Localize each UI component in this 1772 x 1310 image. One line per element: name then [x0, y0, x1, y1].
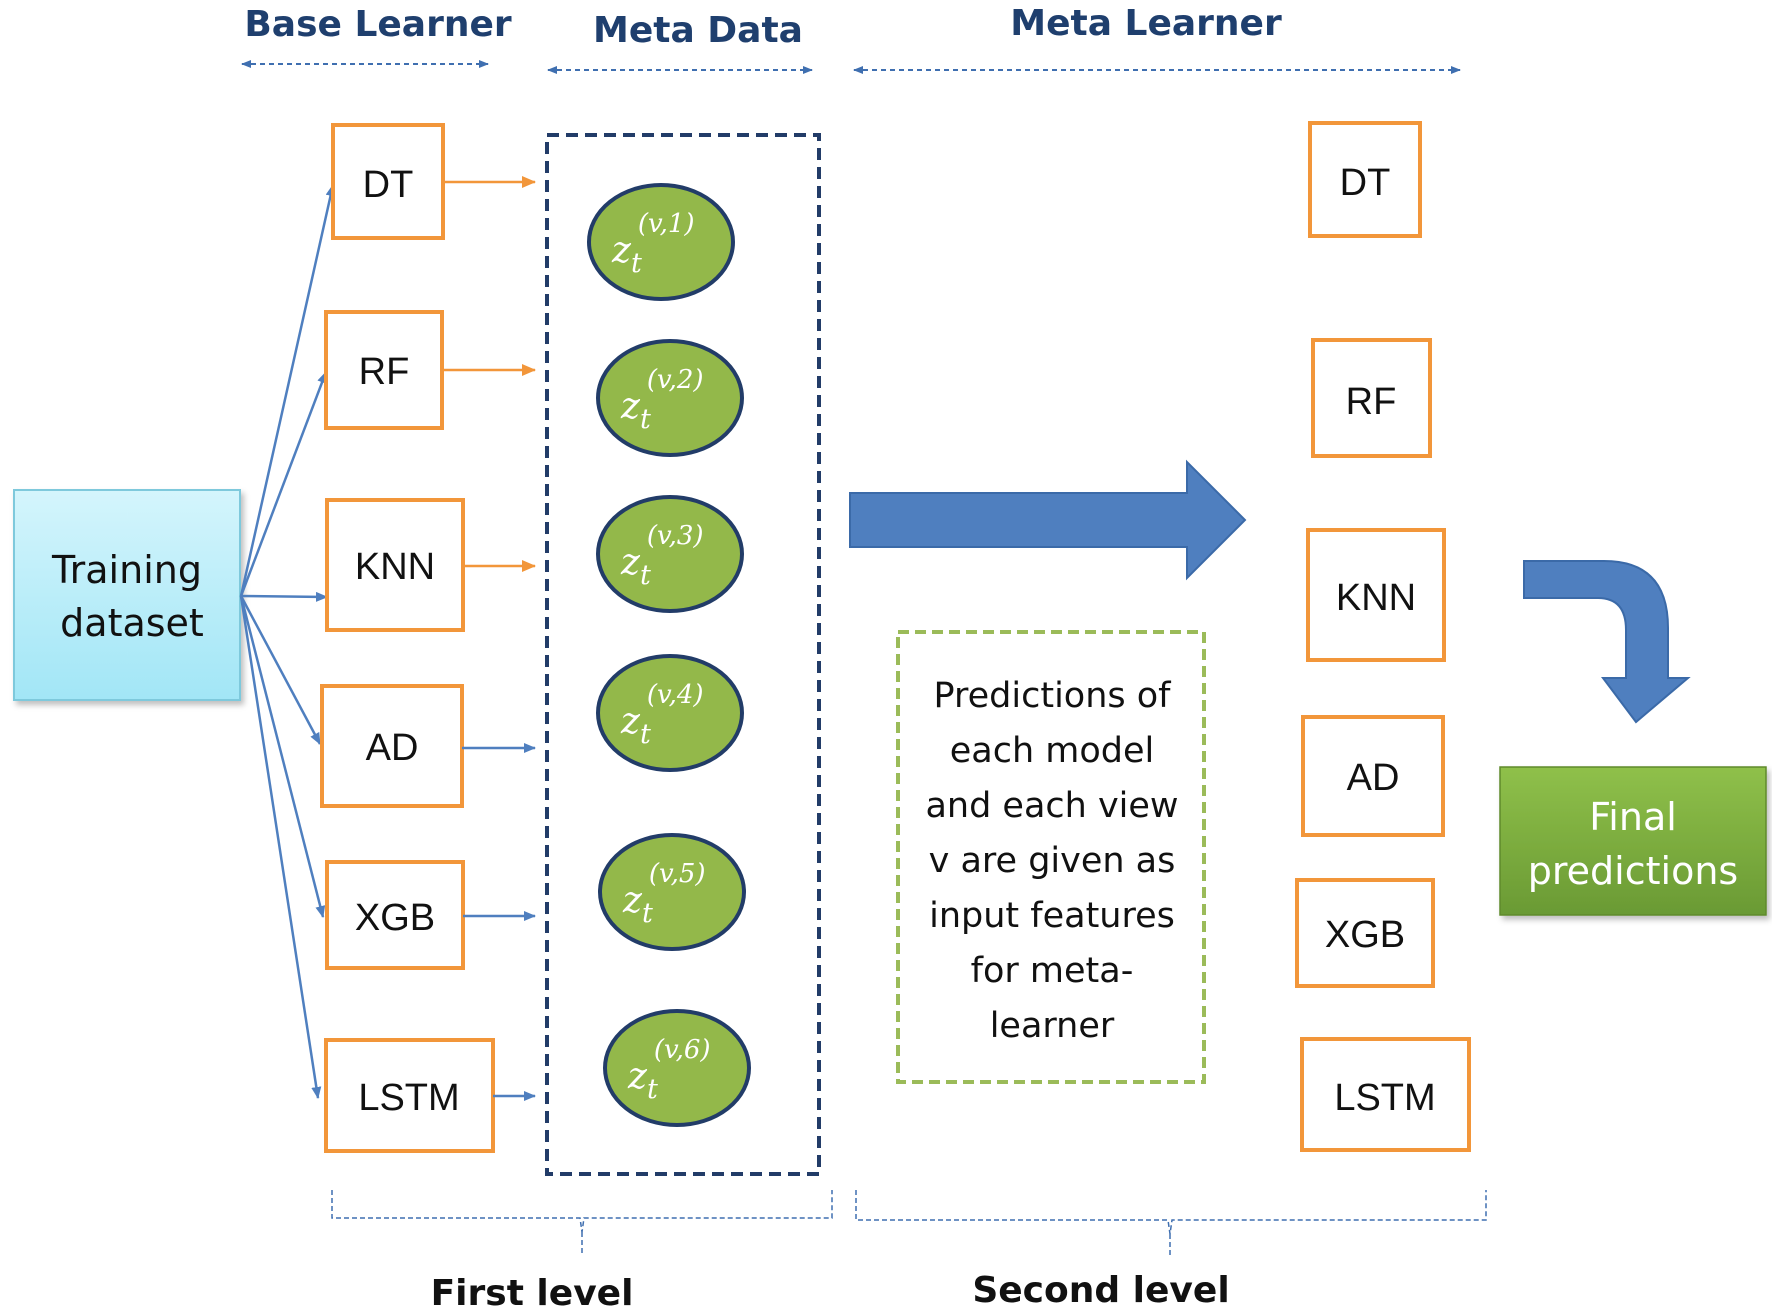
header-meta-learner: Meta Learner: [1010, 3, 1282, 44]
base-model-knn: KNN: [325, 498, 465, 632]
meta-feature-2-base: z: [620, 386, 641, 427]
training-dataset-label-line1: Training: [51, 548, 202, 592]
base-model-lstm-label: LSTM: [358, 1077, 459, 1119]
meta-model-lstm-label: LSTM: [1334, 1077, 1435, 1119]
meta-feature-1-sub: t: [631, 248, 642, 279]
svg-text:zt(v,4): zt (v,4): [620, 680, 704, 750]
meta-feature-6-base: z: [627, 1056, 648, 1097]
svg-text:zt(v,6): zt (v,6): [627, 1035, 711, 1105]
meta-feature-5: zt (v,5): [598, 833, 746, 951]
final-predictions-box: Final predictions: [1499, 766, 1767, 916]
meta-model-knn: KNN: [1306, 528, 1446, 662]
base-model-dt: DT: [331, 123, 445, 240]
header-base-learner: Base Learner: [244, 4, 512, 45]
meta-model-xgb-label: XGB: [1325, 914, 1405, 956]
meta-model-rf: RF: [1311, 338, 1432, 458]
brace-second-level: [855, 1190, 1487, 1235]
meta-feature-2: zt (v,2): [596, 339, 744, 457]
meta-model-ad: AD: [1301, 715, 1445, 837]
meta-feature-3-base: z: [620, 542, 641, 583]
meta-model-xgb: XGB: [1295, 878, 1435, 988]
svg-text:zt(v,1): zt (v,1): [611, 209, 695, 279]
meta-feature-5-sub: t: [642, 898, 653, 929]
meta-feature-3-sup: (v,3): [647, 521, 704, 551]
meta-model-ad-label: AD: [1347, 757, 1400, 799]
meta-feature-1-base: z: [611, 230, 632, 271]
header-meta-data: Meta Data: [593, 10, 803, 51]
meta-model-dt: DT: [1308, 121, 1422, 238]
meta-model-lstm: LSTM: [1300, 1037, 1471, 1152]
base-model-dt-label: DT: [363, 164, 414, 206]
level-label-second: Second level: [972, 1270, 1229, 1310]
fanout-arrow-knn: [240, 591, 328, 602]
meta-feature-1: zt (v,1): [587, 183, 735, 301]
training-dataset-box: Training dataset: [13, 489, 241, 701]
brace-first-level: [331, 1190, 833, 1233]
final-predictions-line2: predictions: [1528, 849, 1738, 893]
meta-feature-4: zt (v,4): [596, 654, 744, 772]
final-predictions-line1: Final: [1589, 795, 1677, 839]
meta-feature-6-sub: t: [647, 1074, 658, 1105]
level-label-first: First level: [431, 1273, 634, 1310]
big-arrow-right-icon: [849, 459, 1247, 581]
meta-feature-4-sup: (v,4): [647, 680, 704, 710]
svg-text:zt(v,2): zt (v,2): [620, 365, 704, 435]
svg-text:zt(v,3): zt (v,3): [620, 521, 704, 591]
base-model-ad-label: AD: [366, 727, 419, 769]
training-dataset-label-line2: dataset: [60, 601, 204, 645]
svg-text:zt(v,5): zt (v,5): [622, 859, 706, 929]
curved-arrow-down-icon: [1523, 560, 1691, 724]
meta-feature-3: zt (v,3): [596, 495, 744, 613]
meta-feature-4-sub: t: [640, 719, 651, 750]
note-box: Predictions of each model and each view …: [896, 630, 1206, 1084]
meta-data-container: [545, 133, 821, 1176]
note-line-2: each model: [950, 731, 1155, 771]
note-line-1: Predictions of: [934, 676, 1172, 716]
meta-feature-2-sup: (v,2): [647, 365, 704, 395]
meta-feature-6-sup: (v,6): [654, 1035, 711, 1065]
base-model-xgb: XGB: [325, 860, 465, 970]
base-model-knn-label: KNN: [355, 546, 435, 588]
note-line-5: input features: [929, 896, 1175, 936]
base-model-lstm: LSTM: [324, 1038, 495, 1153]
base-model-ad: AD: [320, 684, 464, 808]
meta-feature-1-sup: (v,1): [638, 209, 695, 239]
meta-feature-3-sub: t: [640, 560, 651, 591]
base-model-rf-label: RF: [359, 351, 410, 393]
fanout-arrow-xgb: [239, 595, 326, 918]
meta-feature-4-base: z: [620, 701, 641, 742]
meta-feature-5-sup: (v,5): [649, 859, 706, 889]
meta-model-dt-label: DT: [1340, 162, 1391, 204]
base-model-rf: RF: [324, 310, 444, 430]
meta-model-rf-label: RF: [1346, 381, 1397, 423]
meta-feature-2-sub: t: [640, 404, 651, 435]
note-line-6: for meta-: [971, 951, 1134, 991]
base-model-xgb-label: XGB: [355, 897, 435, 939]
fanout-arrow-dt: [239, 184, 336, 597]
fanout-arrows: [239, 184, 336, 1099]
meta-feature-6: zt (v,6): [603, 1009, 751, 1127]
note-line-7: learner: [990, 1006, 1115, 1046]
meta-model-knn-label: KNN: [1336, 577, 1416, 619]
fanout-arrow-lstm: [239, 595, 322, 1099]
note-line-3: and each view: [925, 786, 1178, 826]
fanout-arrow-ad: [239, 595, 322, 745]
fanout-arrow-rf: [239, 371, 328, 597]
note-line-4: v are given as: [929, 841, 1176, 881]
meta-feature-5-base: z: [622, 880, 643, 921]
